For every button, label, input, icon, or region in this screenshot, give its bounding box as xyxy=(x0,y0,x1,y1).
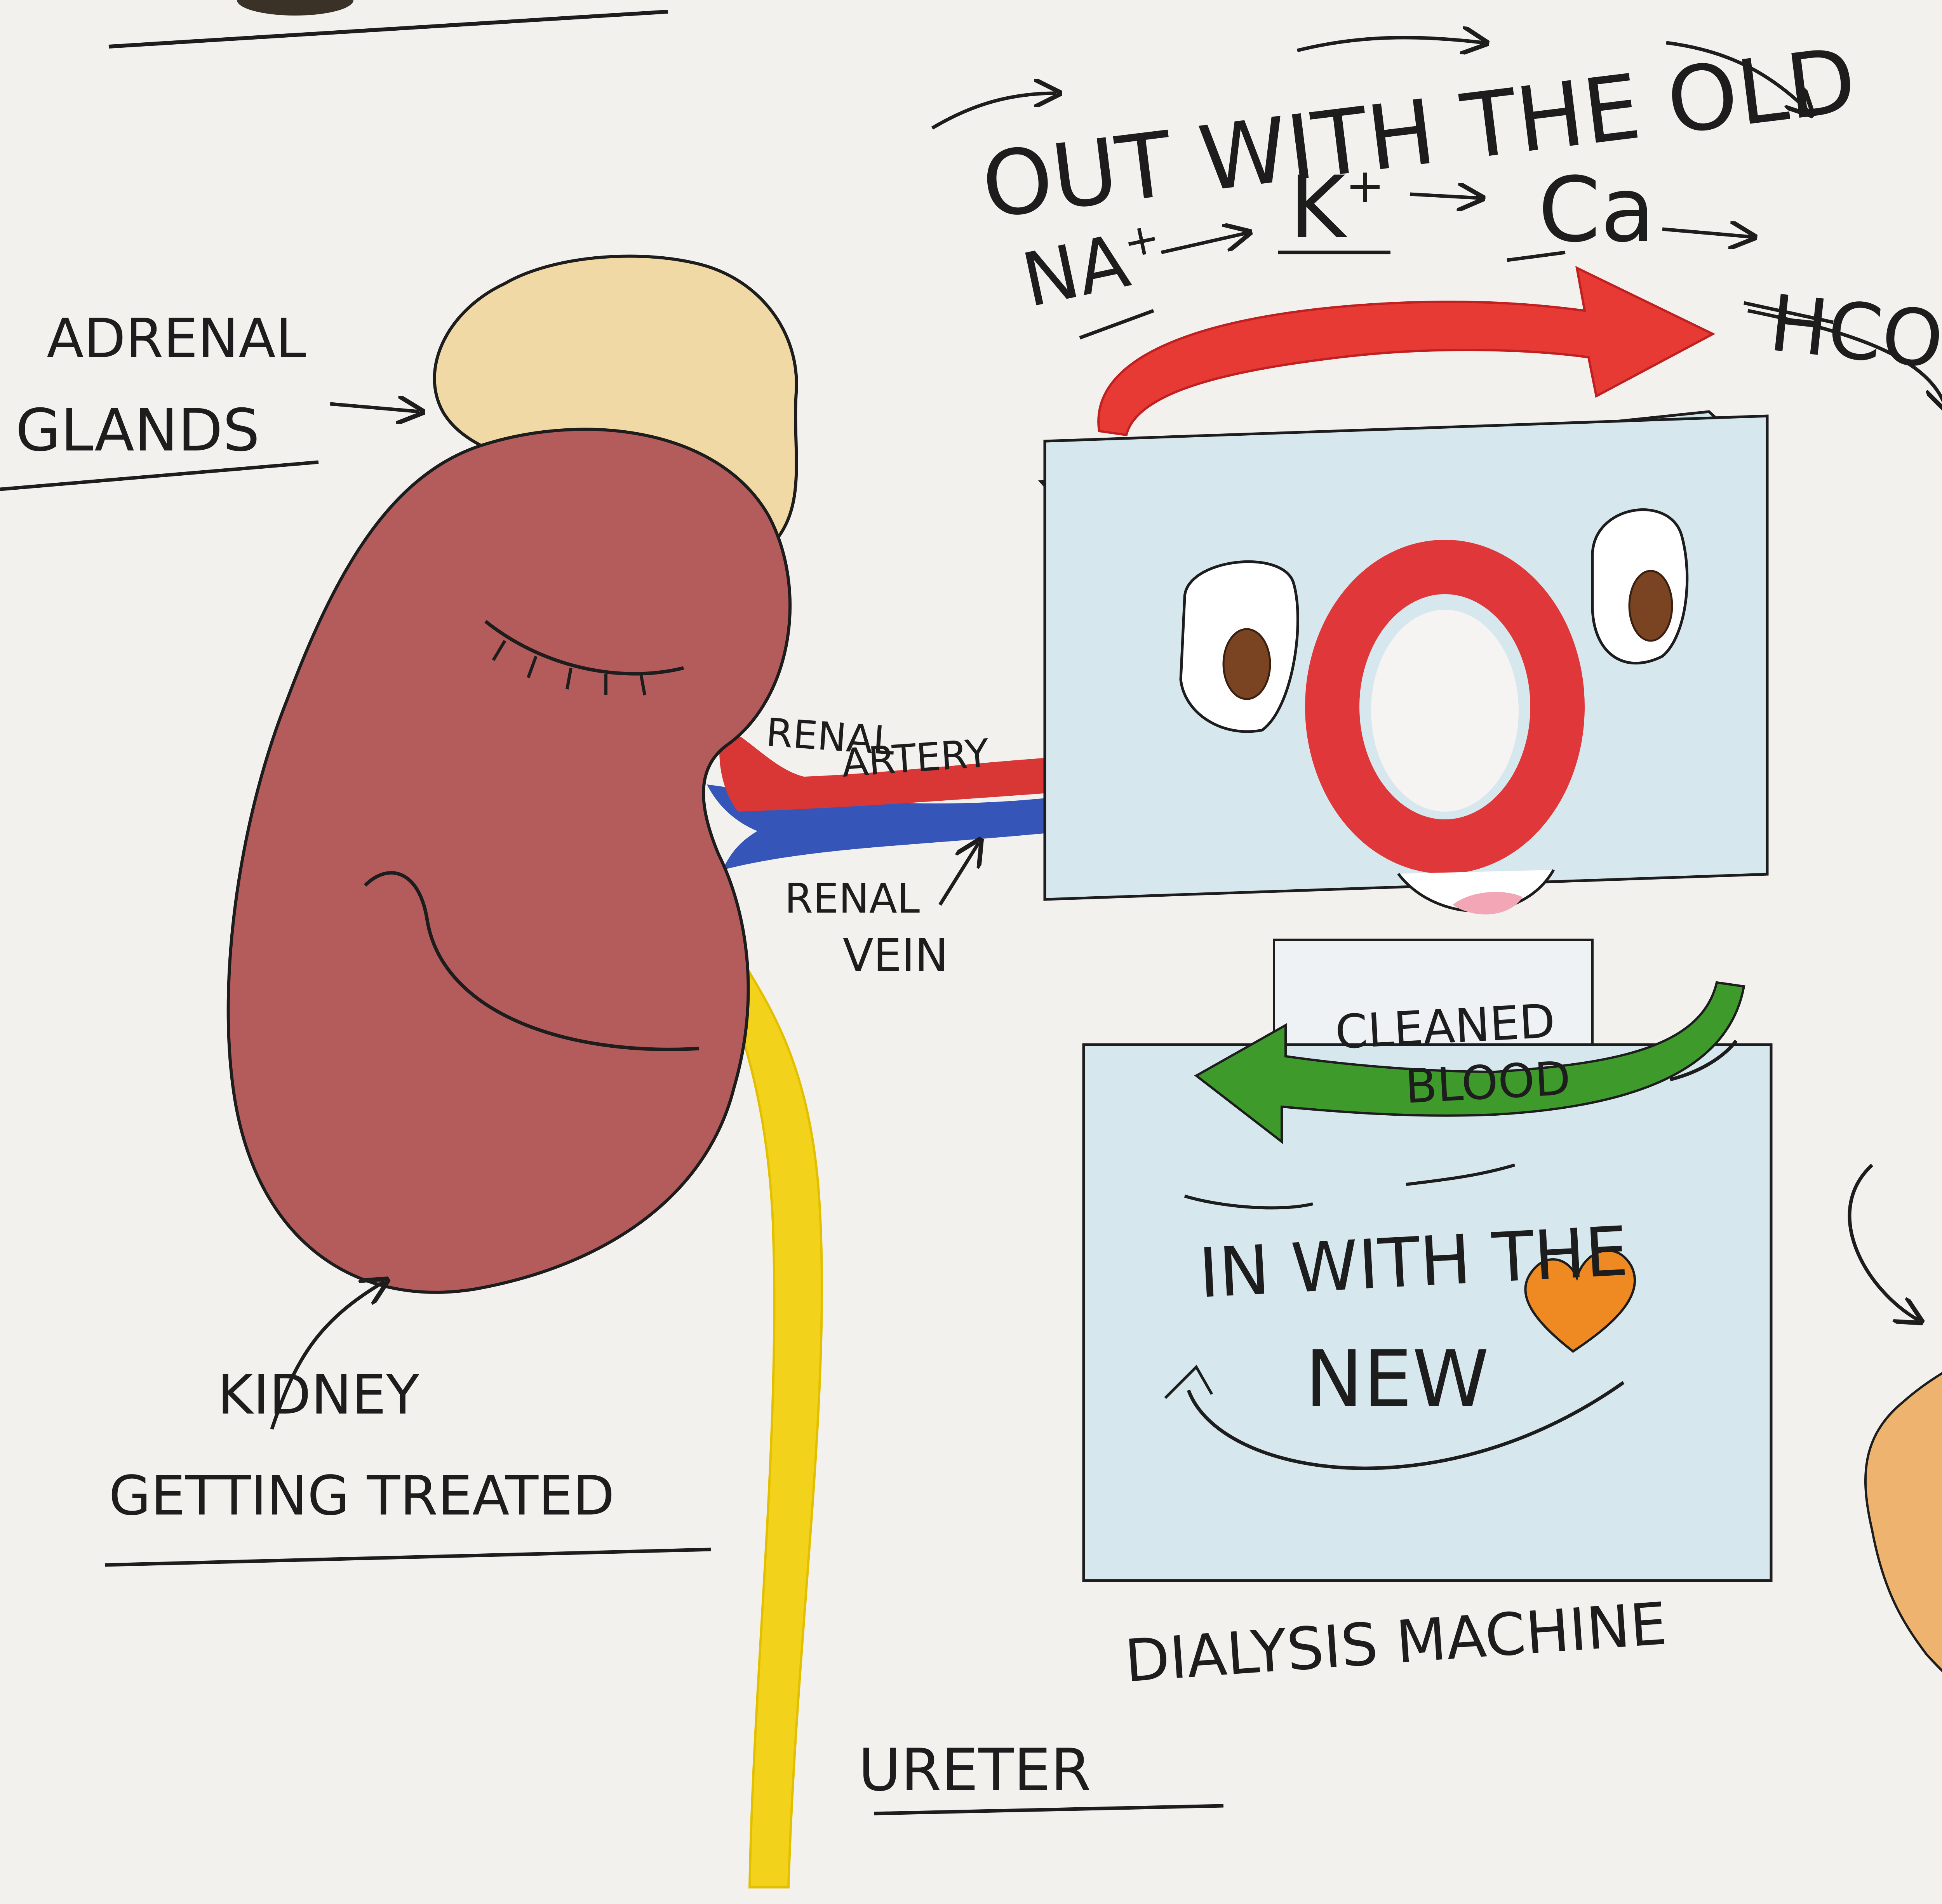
dialysis-machine-label: DIALYSIS MACHINE xyxy=(1122,1590,1669,1695)
cleaned-blood-line2: BLOOD xyxy=(1404,1052,1572,1114)
ion-ca: Ca xyxy=(1538,158,1655,262)
machine-left-pupil xyxy=(1223,629,1270,699)
adrenal-pointer-arrow xyxy=(330,404,419,412)
out-red-arrow xyxy=(1098,268,1713,435)
machine-ring-center xyxy=(1371,610,1519,812)
adrinal-side-arrow xyxy=(1850,1165,1919,1320)
renal-vein-label-line2: VEIN xyxy=(843,930,948,982)
renal-vein-label-line1: RENAL xyxy=(785,875,920,922)
machine-body xyxy=(1084,1045,1771,1581)
top-blob xyxy=(237,0,353,16)
adrenal-label-line2: GLANDS xyxy=(16,397,260,464)
ion-k: K+ xyxy=(1289,158,1385,257)
in-with-the-new-line2: NEW xyxy=(1305,1334,1489,1424)
ion-arrow-k-ca xyxy=(1410,194,1480,198)
right-adrenal-blob xyxy=(1865,1336,1942,1736)
ion-arrow-na-k xyxy=(1161,233,1247,252)
ureter-label: URETER xyxy=(858,1737,1091,1804)
adrenal-underline xyxy=(0,462,318,489)
ion-hco3: HCO3- xyxy=(1765,278,1942,394)
adrenal-label-line1: ADRENAL xyxy=(47,307,306,370)
ureter-underline xyxy=(874,1806,1223,1814)
renal-vein-pointer-arrow xyxy=(940,843,979,905)
cleaned-blood-line1: CLEANED xyxy=(1334,995,1556,1060)
title-arrow-1 xyxy=(932,93,1056,128)
ion-arrow-ca-hco3 xyxy=(1662,229,1752,237)
kidney-shape xyxy=(228,429,790,1292)
title-arrow-2 xyxy=(1297,38,1484,50)
kidney-label-line1: KIDNEY xyxy=(218,1363,419,1427)
machine-right-pupil xyxy=(1629,571,1672,641)
kidney-label-line2: GETTING TREATED xyxy=(109,1464,614,1528)
top-rule-line xyxy=(109,12,668,47)
kidney-underline xyxy=(105,1549,711,1565)
adrinal-side-label: ADRINAL xyxy=(1931,1047,1942,1305)
na-underline xyxy=(1080,311,1154,338)
title-out-with-the-old: OUT WITH THE OLD xyxy=(976,29,1862,239)
